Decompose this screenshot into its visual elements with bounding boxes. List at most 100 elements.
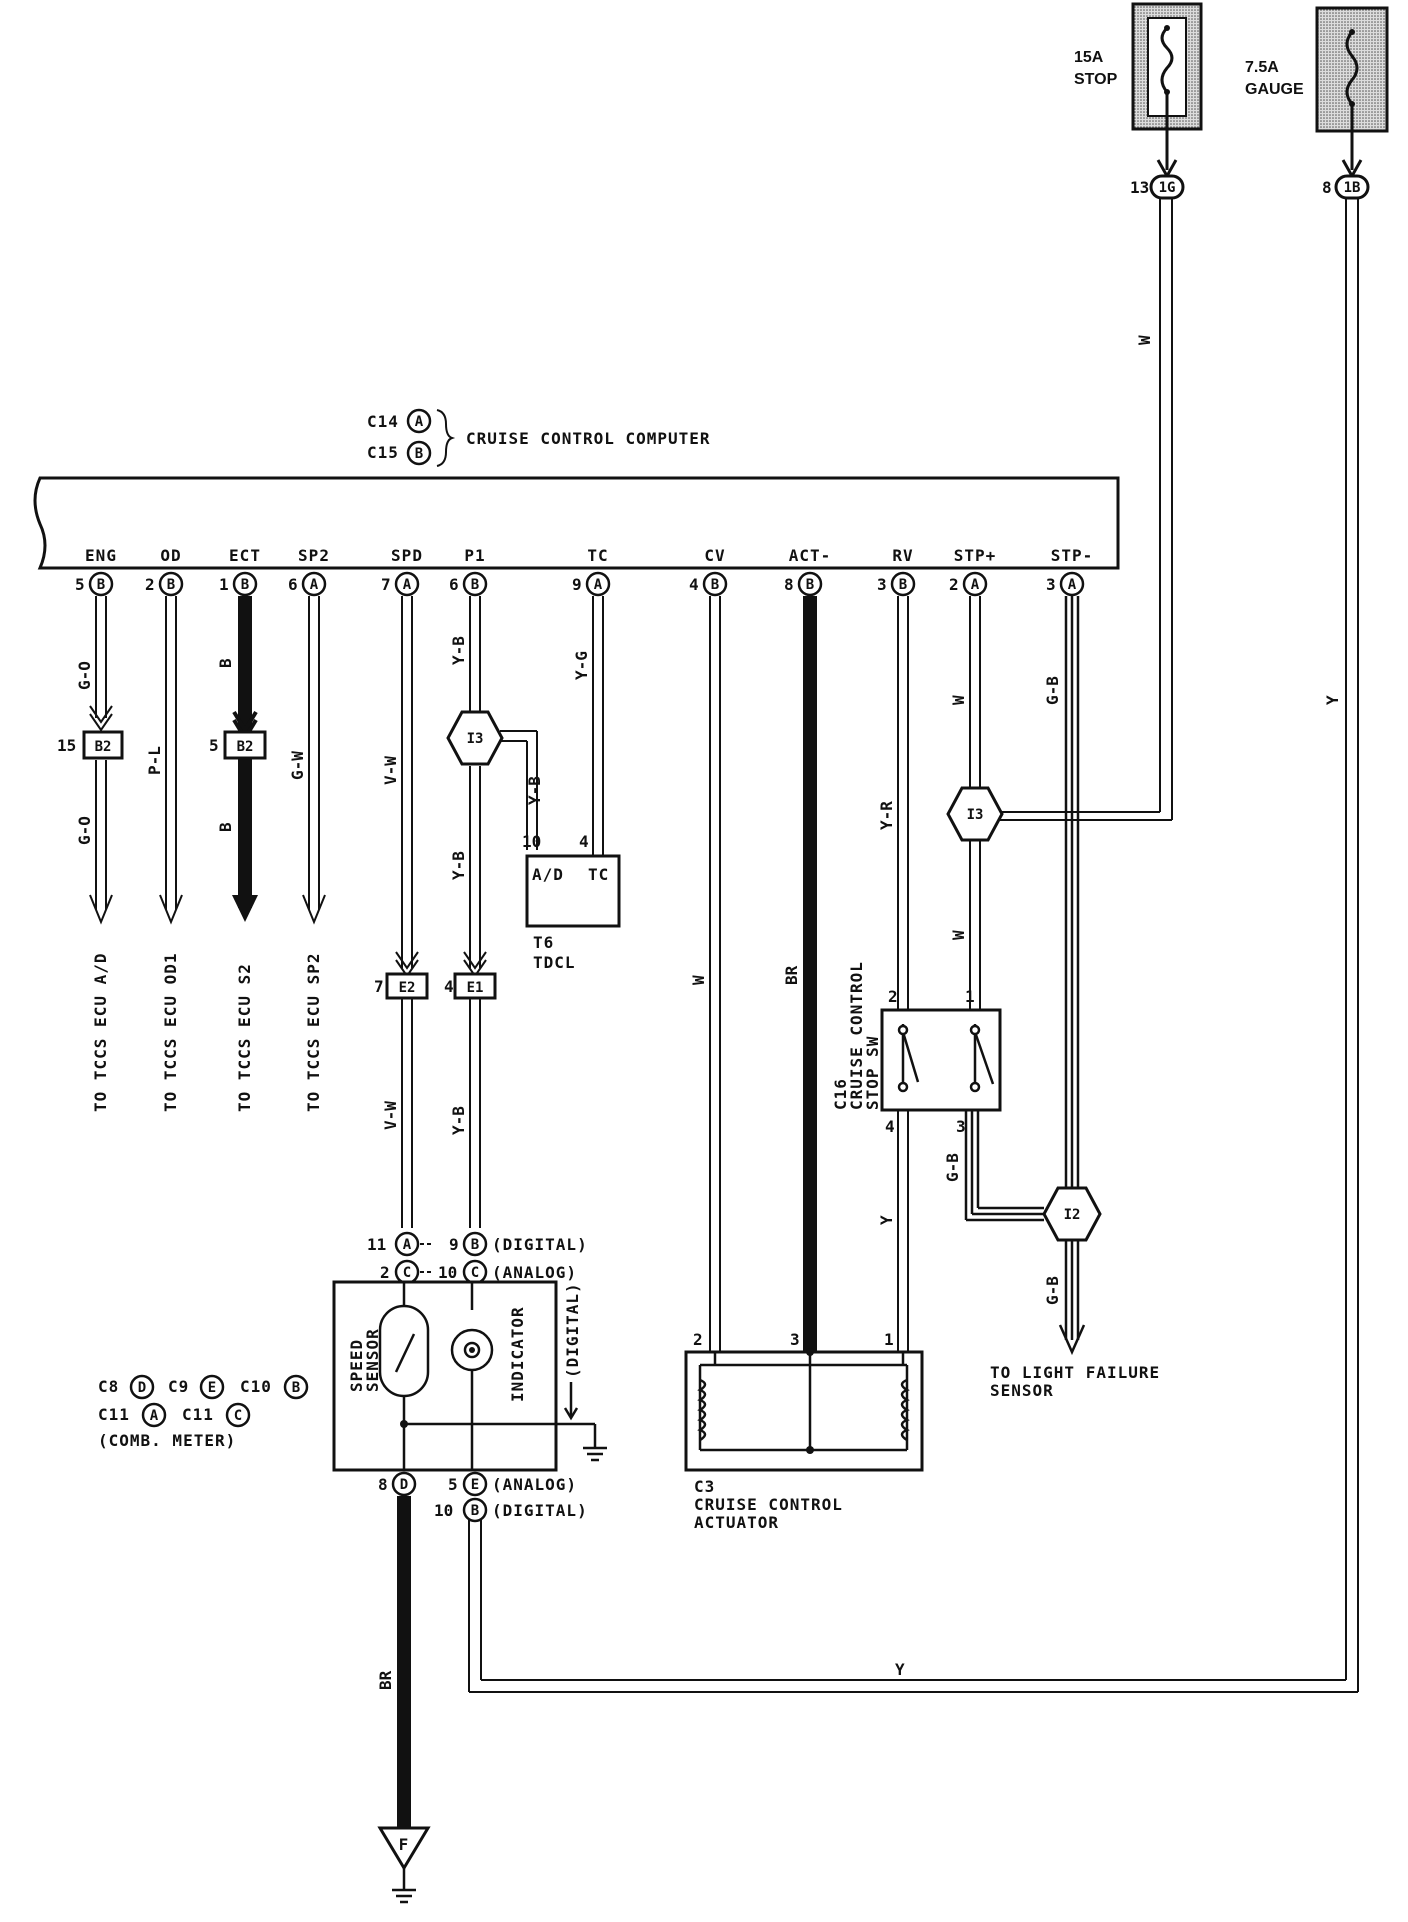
junction-e1-pin: 4: [444, 977, 454, 996]
wire-label-sp2: G-W: [288, 751, 307, 780]
terminal-pin-7: 4: [689, 575, 699, 594]
meter-conn9: B: [471, 1237, 479, 1253]
stop-switch-pin1: 1: [965, 987, 975, 1006]
junction-b2-left: [82, 730, 124, 760]
wire-label-p1-mid: Y-B: [449, 851, 468, 880]
gauge-fuse-rating: 7.5A: [1245, 59, 1279, 76]
computer-c14-conn: A: [415, 414, 424, 430]
tdcl-code: T6: [533, 933, 554, 952]
wire-cv: [709, 596, 721, 1352]
meter-pin9: 9: [449, 1235, 459, 1254]
actuator-pin2: 2: [693, 1330, 703, 1349]
wire-label-ect: B: [216, 658, 235, 668]
terminal-conn-1: B: [167, 577, 175, 593]
wire-label-stpm: G-B: [1043, 676, 1062, 705]
terminal-conn-4: A: [403, 577, 412, 593]
meter-code-c9: C9: [168, 1377, 189, 1396]
junction-b2-right-label: B2: [237, 739, 254, 755]
junction-e2-pin: 7: [374, 977, 384, 996]
tccs-destination-2: TO TCCS ECU S2: [235, 963, 254, 1112]
terminal-connector-3: [301, 571, 327, 597]
wire-p1: [463, 596, 538, 1228]
meter-conn5: E: [471, 1477, 479, 1493]
terminal-name-11: STP-: [1051, 546, 1094, 565]
wire-stpm: [1058, 596, 1086, 1356]
junction-e1: [453, 972, 497, 1000]
wire-label-stpm-lower: G-B: [1043, 1276, 1062, 1305]
meter-conn2: C: [403, 1265, 411, 1281]
tdcl-label-ad: A/D: [532, 865, 564, 884]
meter-code-c11b: C11: [182, 1405, 214, 1424]
junction-i3-left: [446, 710, 504, 766]
wire-label-od: P-L: [145, 746, 164, 775]
stop-switch-name2: STOP SW: [863, 1036, 882, 1110]
computer-c14: C14: [367, 412, 399, 431]
terminal-pin-6: 9: [572, 575, 582, 594]
meter-pin2: 2: [380, 1263, 390, 1282]
terminal-connector-2: [232, 571, 258, 597]
computer-body: [33, 476, 1120, 570]
tdcl-label-tc: TC: [588, 865, 609, 884]
terminal-conn-8: B: [806, 577, 814, 593]
stop-switch-pin3: 3: [956, 1117, 966, 1136]
wire-tc: [592, 596, 604, 856]
wire-act: [803, 596, 817, 1352]
wire-label-rv-bottom: Y: [877, 1215, 896, 1225]
connector-1g-pin: 13: [1130, 178, 1149, 197]
wire-label-p1-branch: Y-B: [525, 776, 544, 805]
meter-pin10b: 10: [434, 1501, 453, 1520]
terminal-name-8: ACT-: [789, 546, 832, 565]
wire-spd: [395, 596, 419, 1228]
junction-i3-left-label: I3: [467, 731, 484, 747]
tccs-destination-0: TO TCCS ECU A/D: [91, 953, 110, 1113]
meter-code-c10-conn: B: [292, 1380, 300, 1396]
wire-label-spd-lower: V-W: [381, 1101, 400, 1130]
tdcl-pin-tc: 4: [579, 832, 589, 851]
meter-codes: C8 D C9 E C10 B C11 A C11 C (COMB. METER…: [98, 1374, 309, 1450]
meter-conn10b: B: [471, 1503, 479, 1519]
wire-ground: [397, 1496, 411, 1828]
gauge-fuse-name: GAUGE: [1245, 81, 1304, 98]
terminal-pin-8: 8: [784, 575, 794, 594]
wire-stpp: [969, 596, 981, 1010]
junction-b2-right: [223, 730, 267, 760]
wire-label-p1: Y-B: [449, 636, 468, 665]
junction-b2-right-pin: 5: [209, 736, 219, 755]
terminal-name-3: SP2: [298, 546, 330, 565]
stop-switch-pin4: 4: [885, 1117, 895, 1136]
ground-symbol: [392, 1868, 416, 1904]
terminal-conn-2: B: [241, 577, 249, 593]
wire-rv: [897, 596, 909, 1352]
actuator-pin3: 3: [790, 1330, 800, 1349]
meter-bottom-connectors: [391, 1471, 488, 1523]
wire-label-spd: V-W: [381, 756, 400, 785]
wire-sp2: [302, 596, 326, 925]
connector-1b: [1334, 174, 1370, 200]
light-failure-line2: SENSOR: [990, 1381, 1054, 1400]
terminal-pin-4: 7: [381, 575, 391, 594]
terminal-conn-9: B: [899, 577, 907, 593]
meter-box: [332, 1280, 558, 1472]
wire-label-eng-lower: G-O: [75, 816, 94, 845]
terminal-pin-2: 1: [219, 575, 229, 594]
meter-pin10: 10: [438, 1263, 457, 1282]
terminal-pin-1: 2: [145, 575, 155, 594]
terminal-connector-8: [797, 571, 823, 597]
computer-c15: C15: [367, 443, 399, 462]
meter-conn10: C: [471, 1265, 479, 1281]
ground-label: F: [399, 1835, 410, 1854]
computer-title: CRUISE CONTROL COMPUTER: [466, 429, 711, 448]
meter-digital-top: (DIGITAL): [492, 1235, 588, 1254]
wire-label-ect-lower: B: [216, 822, 235, 832]
junction-i2-label: I2: [1064, 1207, 1081, 1223]
connector-1g: [1149, 174, 1185, 200]
meter-code-c8-conn: D: [138, 1380, 146, 1396]
wire-label-cv: W: [689, 975, 708, 985]
tdcl-name: TDCL: [533, 953, 576, 972]
wire-label-stpp-lower: W: [949, 930, 968, 940]
wire-label-eng: G-O: [75, 661, 94, 690]
terminal-name-2: ECT: [229, 546, 261, 565]
junction-e1-label: E1: [467, 980, 484, 996]
terminal-connector-6: [585, 571, 611, 597]
